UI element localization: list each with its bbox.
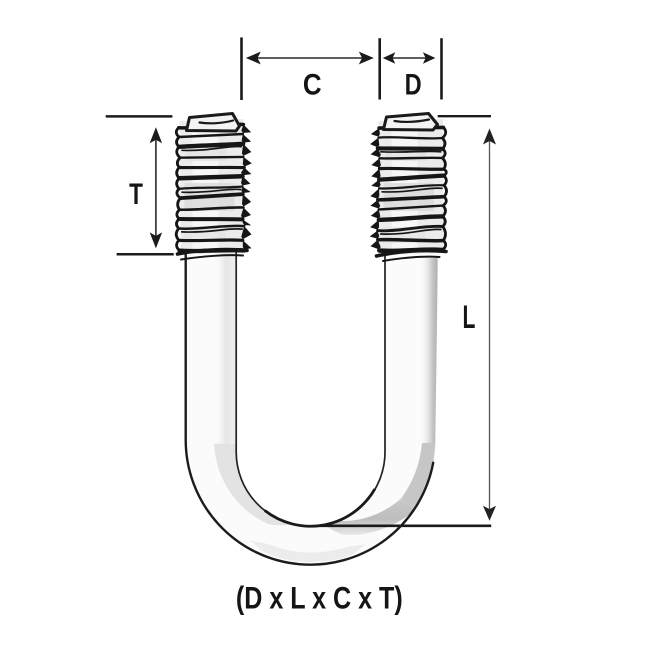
svg-text:(D x L x C x T): (D x L x C x T) <box>236 581 403 616</box>
svg-text:D: D <box>405 68 422 101</box>
svg-text:L: L <box>463 298 476 335</box>
svg-text:C: C <box>303 68 322 101</box>
svg-text:T: T <box>129 177 143 211</box>
